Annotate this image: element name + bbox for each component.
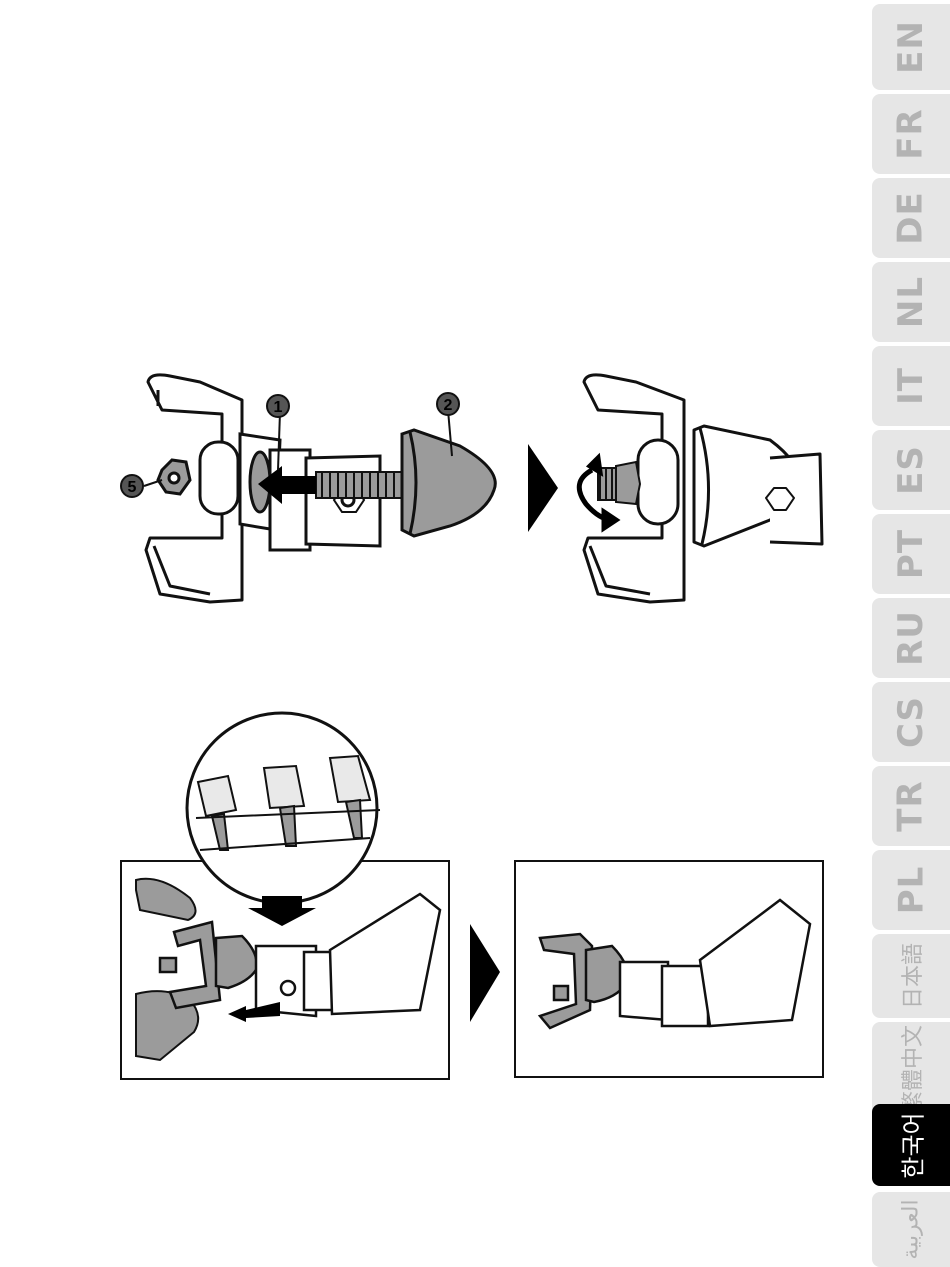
callout-1-label: 1 (274, 399, 283, 416)
cone-part-2 (402, 430, 495, 536)
tab-it[interactable]: IT (872, 346, 950, 426)
tab-en[interactable]: EN (872, 4, 950, 90)
step-arrow-2-icon (470, 924, 500, 1022)
callout-2-label: 2 (444, 397, 453, 414)
tab-es[interactable]: ES (872, 430, 950, 510)
tab-de[interactable]: DE (872, 178, 950, 258)
assembly-illustration: 1 2 5 (110, 370, 840, 610)
tab-ko[interactable]: 한국어 (872, 1104, 950, 1186)
hand-upper (136, 879, 196, 920)
step-arrow-icon (528, 444, 558, 532)
tab-nl[interactable]: NL (872, 262, 950, 342)
nut-part-5 (158, 460, 190, 494)
mounting-illustration (120, 710, 830, 1080)
threaded-rod (316, 472, 402, 498)
tab-ja[interactable]: 日本語 (872, 934, 950, 1018)
tab-ar[interactable]: العربية (872, 1192, 950, 1267)
callout-5-label: 5 (128, 479, 137, 496)
tab-pt[interactable]: PT (872, 514, 950, 594)
nut-assembled (598, 462, 640, 504)
tab-cs[interactable]: CS (872, 682, 950, 762)
tab-zh-tw[interactable]: 繁體中文 (872, 1022, 950, 1116)
tab-pl[interactable]: PL (872, 850, 950, 930)
arrow-horizontal-icon (228, 1002, 280, 1022)
tab-tr[interactable]: TR (872, 766, 950, 846)
language-tab-bar: EN FR DE NL IT ES PT RU CS TR PL 日本語 繁體中… (872, 0, 950, 1267)
tab-ru[interactable]: RU (872, 598, 950, 678)
tab-fr[interactable]: FR (872, 94, 950, 174)
clamp-mounted-right (540, 900, 810, 1028)
